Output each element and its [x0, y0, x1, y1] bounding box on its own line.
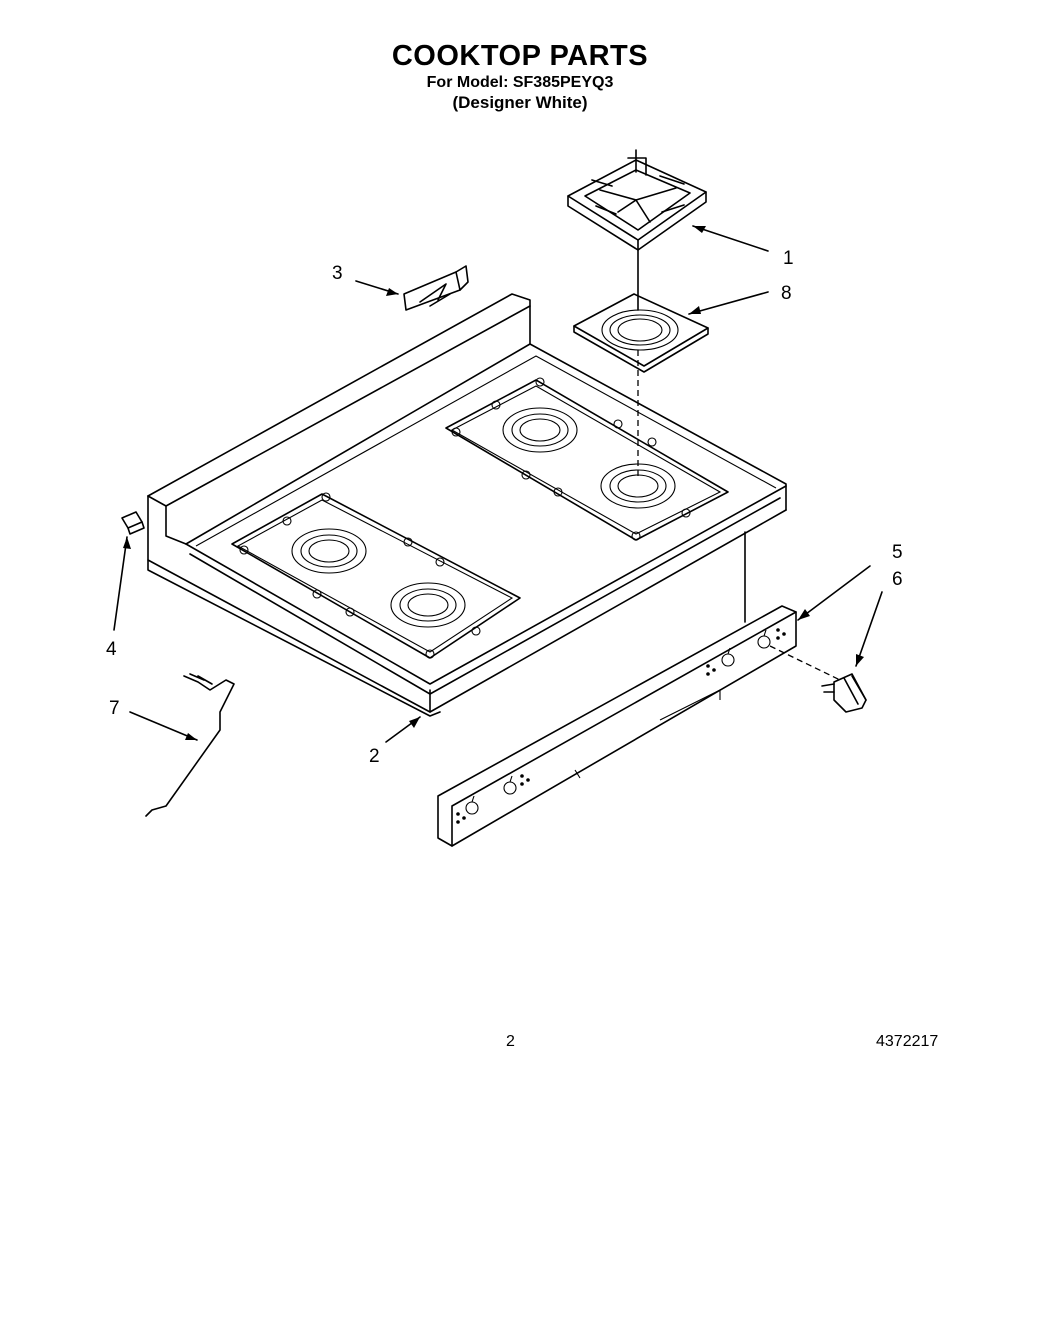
bracket-part — [403, 265, 469, 311]
cooktop-part — [147, 293, 787, 717]
page-title: COOKTOP PARTS — [391, 40, 649, 72]
clip-part — [121, 511, 145, 535]
callout-4: 4 — [106, 639, 117, 660]
callout-2: 2 — [369, 746, 380, 767]
callout-5: 5 — [892, 542, 903, 563]
grate-part — [567, 149, 707, 251]
model-line: For Model: SF385PEYQ3 — [426, 74, 614, 91]
callout-1: 1 — [783, 248, 794, 269]
burner-bowl-part — [573, 293, 709, 373]
callout-3: 3 — [332, 263, 343, 284]
color-line: (Designer White) — [452, 93, 588, 112]
leader-lines — [113, 225, 883, 743]
callout-8: 8 — [781, 283, 792, 304]
document-number: 4372217 — [876, 1033, 939, 1050]
wire-part — [145, 673, 235, 817]
callout-7: 7 — [109, 698, 120, 719]
manifold-panel-part — [437, 605, 797, 847]
page-number: 2 — [506, 1033, 515, 1050]
callout-6: 6 — [892, 569, 903, 590]
knob-part — [821, 673, 867, 713]
